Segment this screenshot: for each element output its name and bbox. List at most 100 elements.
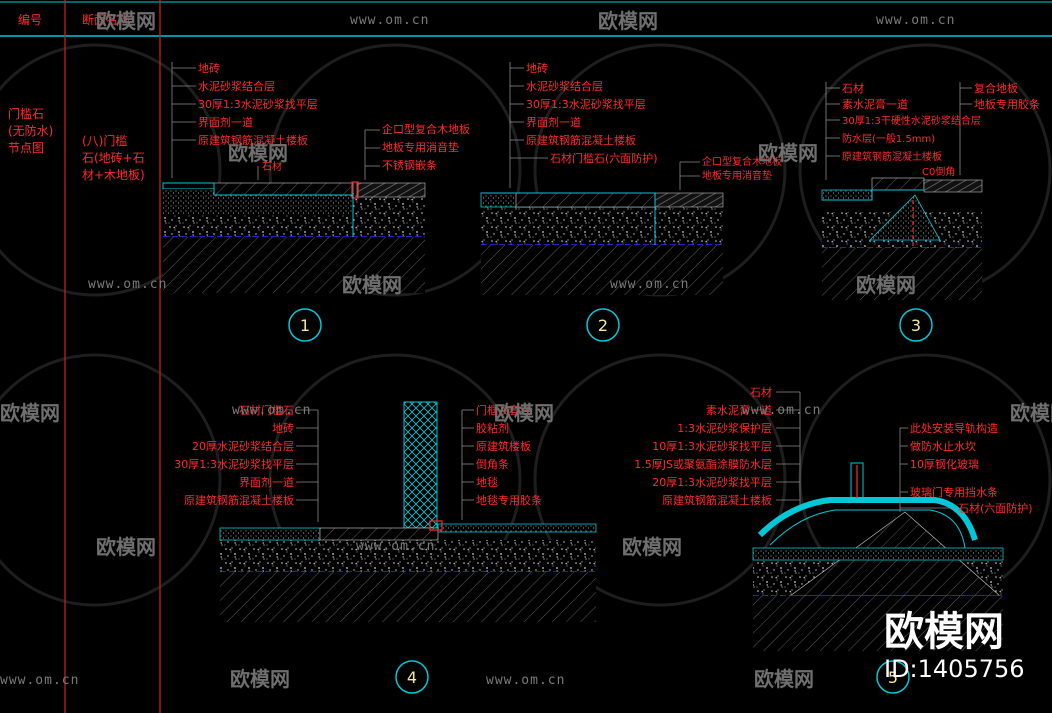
detail-1-left-label: 界面剂一道: [198, 115, 253, 129]
detail-4-right-label: 地毯: [476, 475, 498, 489]
detail-5-right-label: 10厚钢化玻璃: [910, 457, 979, 471]
watermark-brand: 欧模网: [494, 401, 554, 425]
detail-1-left-label: 地砖: [198, 61, 220, 75]
watermark-site: www.om.cn: [356, 539, 435, 554]
type-label-line-2: 石(地砖+石: [82, 150, 145, 165]
detail-5-left-label: 石材: [750, 385, 772, 399]
watermark-site: www.om.cn: [610, 277, 689, 292]
detail-1-number: 1: [300, 316, 310, 335]
detail-4-left-label: 20厚水泥砂浆结合层: [192, 439, 294, 453]
detail-4-left-label: 地砖: [272, 421, 294, 435]
detail-5-left-label: 10厚1:3水泥砂浆找平层: [652, 439, 772, 453]
watermark-brand: 欧模网: [96, 535, 156, 559]
detail-1-extra-label: 石材: [262, 160, 282, 173]
watermark-brand: 欧模网: [96, 9, 156, 33]
detail-1: 地砖 水泥砂浆结合层 30厚1:3水泥砂浆找平层 界面剂一道 原建筑钢筋混凝土楼…: [162, 61, 470, 342]
watermark-site: www.om.cn: [88, 277, 167, 292]
detail-2-number: 2: [598, 316, 608, 335]
detail-5-right-label: 此处安装导轨构造: [910, 421, 998, 435]
detail-2-right-label: 地板专用消音垫: [702, 169, 772, 182]
header-col-number: 编号: [18, 12, 42, 27]
detail-3-extra-label: C0倒角: [922, 166, 955, 178]
detail-5-left-label: 素水泥膏一道: [706, 403, 772, 417]
detail-4: 石材门槛石 地砖 20厚水泥砂浆结合层 30厚1:3水泥砂浆找平层 界面剂一道 …: [174, 401, 597, 694]
corner-logo-brand: 欧模网: [884, 609, 1004, 655]
detail-5-left-label: 20厚1:3水泥砂浆找平层: [652, 475, 772, 489]
watermark-brand: 欧模网: [228, 141, 288, 165]
detail-4-right-label: 门框及套线: [476, 403, 531, 417]
detail-1-right-label: 不锈钢嵌条: [382, 158, 437, 172]
watermark-site: www.om.cn: [486, 673, 565, 688]
detail-1-left-label: 原建筑钢筋混凝土楼板: [198, 133, 308, 147]
corner-logo: 欧模网 ID:1405756: [884, 609, 1025, 683]
watermark-brand: 欧模网: [598, 9, 658, 33]
watermark-brand: 欧模网: [342, 273, 402, 297]
detail-4-left-label: 界面剂一道: [239, 475, 294, 489]
detail-5-left-label: 原建筑钢筋混凝土楼板: [662, 493, 772, 507]
detail-3: 石材 素水泥膏一道 30厚1:3干硬性水泥砂浆结合层 防水层(一般1.5mm) …: [821, 81, 1040, 342]
detail-5-left-label: 1.5厚JS或聚氨酯涂膜防水层: [634, 457, 772, 471]
row-label-line-2: (无防水): [8, 123, 53, 138]
detail-4-right-label: 原建筑楼板: [476, 439, 531, 453]
watermarks: 欧模网 www.om.cn 欧模网 www.om.cn 欧模网 欧模网 www.…: [0, 9, 1052, 691]
row-label-line-1: 门槛石: [8, 106, 44, 121]
watermark-brand: 欧模网: [758, 141, 818, 165]
detail-1-left-label: 30厚1:3水泥砂浆找平层: [198, 97, 318, 111]
corner-logo-id: ID:1405756: [884, 655, 1025, 683]
detail-4-left-label: 30厚1:3水泥砂浆找平层: [174, 457, 294, 471]
detail-2-right-label: 企口型复合木地板: [702, 155, 782, 168]
detail-5-right-label: 石材(六面防护): [958, 501, 1033, 515]
watermark-site: www.om.cn: [232, 403, 311, 418]
type-label-line-3: 材+木地板): [82, 168, 145, 182]
watermark-site: www.om.cn: [876, 13, 955, 28]
watermark-brand: 欧模网: [856, 273, 916, 297]
detail-2-left-label: 石材门槛石(六面防护): [550, 151, 658, 165]
detail-2-left-label: 界面剂一道: [526, 115, 581, 129]
detail-2-left-label: 原建筑钢筋混凝土楼板: [526, 133, 636, 147]
detail-4-left-label: 石材门槛石: [239, 403, 294, 417]
detail-3-left-label: 素水泥膏一道: [842, 97, 908, 111]
type-label-line-1: (八)门槛: [82, 133, 127, 148]
detail-4-right-label: 倒角条: [476, 457, 509, 471]
row-label-line-3: 节点图: [8, 141, 44, 155]
detail-2-left-label: 30厚1:3水泥砂浆找平层: [526, 97, 646, 111]
watermark-site: www.om.cn: [742, 403, 821, 418]
watermark-brand: 欧模网: [230, 667, 290, 691]
detail-3-left-label: 30厚1:3干硬性水泥砂浆结合层: [842, 114, 981, 127]
detail-3-number: 3: [911, 316, 921, 335]
detail-3-number-circle: [899, 308, 933, 342]
detail-2-left-label: 地砖: [526, 61, 548, 75]
detail-1-right-label: 企口型复合木地板: [382, 122, 470, 136]
detail-3-left-label: 防水层(一般1.5mm): [842, 132, 935, 145]
detail-2-number-circle: [586, 308, 620, 342]
watermark-site: www.om.cn: [350, 13, 429, 28]
detail-2: 地砖 水泥砂浆结合层 30厚1:3水泥砂浆找平层 界面剂一道 原建筑钢筋混凝土楼…: [480, 61, 782, 342]
detail-5-number: 5: [888, 668, 898, 687]
detail-5-right-label: 玻璃门专用挡水条: [910, 485, 998, 499]
header-col-name: 断面名称: [82, 12, 130, 27]
watermark-brand: 欧模网: [1010, 401, 1052, 425]
detail-4-right-label: 胶粘剂: [476, 421, 509, 435]
detail-3-right-label: 地板专用胶条: [974, 97, 1040, 111]
detail-5-number-circle: [876, 660, 910, 694]
detail-1-right-label: 地板专用消音垫: [382, 140, 459, 154]
watermark-brand: 欧模网: [622, 535, 682, 559]
detail-4-number-circle: [395, 660, 429, 694]
detail-4-number: 4: [407, 668, 417, 687]
detail-3-left-label: 石材: [842, 81, 864, 95]
detail-3-left-label: 原建筑钢筋混凝土楼板: [842, 150, 942, 163]
detail-4-left-label: 原建筑钢筋混凝土楼板: [184, 493, 294, 507]
detail-2-left-label: 水泥砂浆结合层: [526, 79, 603, 93]
detail-4-right-label: 地毯专用胶条: [476, 493, 542, 507]
detail-1-left-label: 水泥砂浆结合层: [198, 79, 275, 93]
detail-5-right-label: 做防水止水坎: [910, 439, 976, 453]
watermark-brand: 欧模网: [0, 401, 60, 425]
watermark-brand: 欧模网: [754, 667, 814, 691]
detail-5-left-label: 1:3水泥砂浆保护层: [677, 421, 772, 435]
row-labels: 门槛石 (无防水) 节点图 (八)门槛 石(地砖+石 材+木地板): [8, 106, 145, 182]
watermark-site: www.om.cn: [0, 673, 79, 688]
detail-1-number-circle: [288, 308, 322, 342]
detail-5: 石材 素水泥膏一道 1:3水泥砂浆保护层 10厚1:3水泥砂浆找平层 1.5厚J…: [634, 385, 1033, 694]
